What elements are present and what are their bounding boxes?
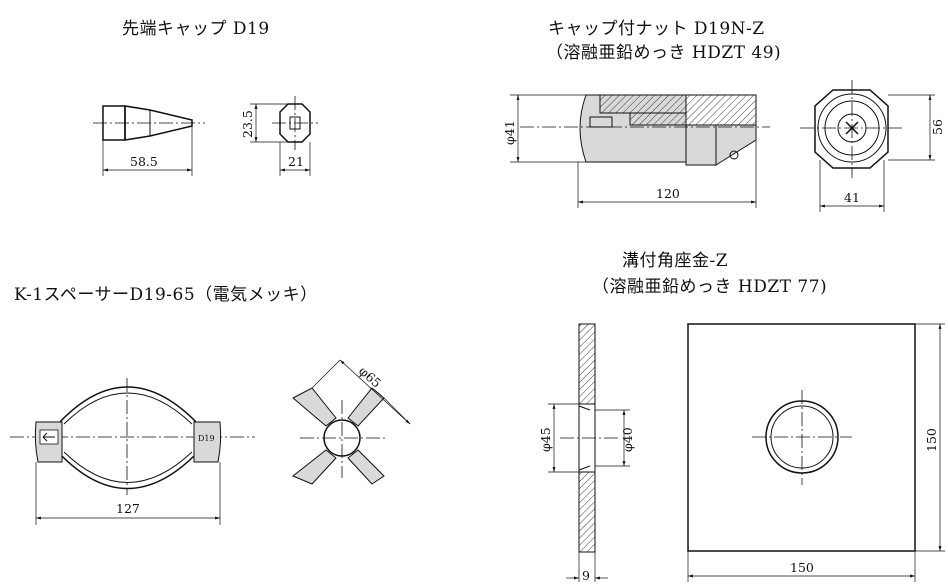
dim-nut-w: 41 — [844, 190, 860, 205]
title-cap-nut-sub: （溶融亜鉛めっき HDZT 49) — [546, 43, 782, 63]
tip-cap-side-view: 58.5 — [93, 105, 205, 176]
cap-nut-side-view: φ41 120 — [502, 94, 770, 208]
dim-washer-hole-out: φ45 — [538, 427, 553, 452]
spacer-label: D19 — [198, 434, 215, 443]
cap-nut-end-view: 56 41 — [800, 80, 945, 212]
dim-washer-h: 150 — [924, 428, 939, 452]
title-cap-nut: キャップ付ナット D19N-Z — [548, 19, 765, 39]
tip-cap-end-view: 23.5 21 — [240, 96, 318, 176]
washer-side-view: φ45 φ40 9 — [538, 323, 635, 583]
dim-spacer-len: 127 — [116, 501, 140, 516]
dim-tip-len: 58.5 — [130, 154, 158, 169]
spacer-end-view: φ65 — [292, 359, 411, 485]
title-spacer: K-1スペーサーD19-65（電気メッキ） — [14, 285, 318, 305]
dim-nut-dia: φ41 — [502, 120, 517, 145]
dim-tip-h: 23.5 — [240, 110, 255, 138]
dim-tip-w: 21 — [288, 154, 304, 169]
dim-washer-hole-in: φ40 — [620, 427, 635, 452]
dim-nut-len: 120 — [656, 186, 680, 201]
dim-washer-t: 9 — [582, 568, 590, 583]
dim-nut-hex: 56 — [930, 119, 945, 135]
dim-spacer-dia: φ65 — [356, 363, 384, 391]
title-washer: 溝付角座金-Z — [622, 251, 729, 271]
spacer-side-view: D19 127 — [10, 378, 255, 525]
title-washer-sub: （溶融亜鉛めっき HDZT 77) — [592, 277, 828, 297]
washer-front-view: 150 150 — [687, 323, 945, 582]
title-tip-cap: 先端キャップ D19 — [122, 19, 270, 39]
dim-washer-w: 150 — [790, 560, 814, 575]
